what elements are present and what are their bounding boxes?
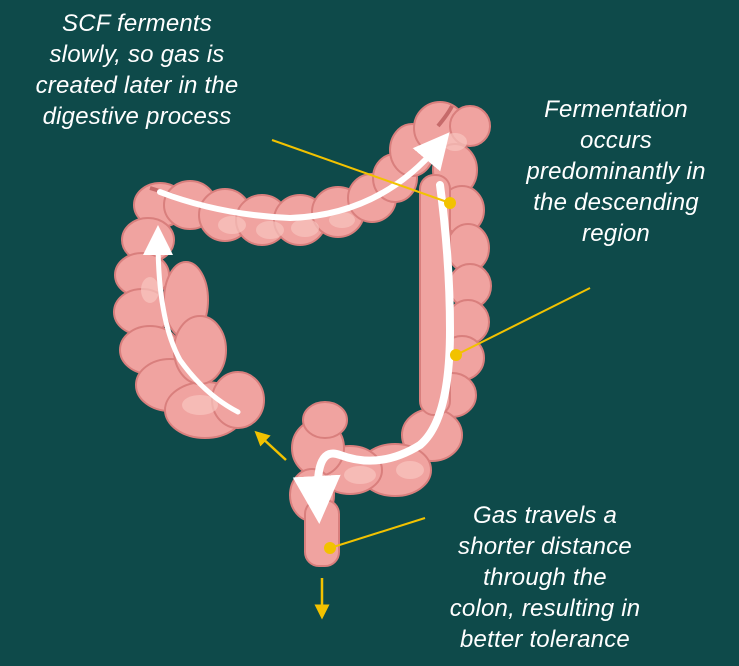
caption-line: created later in the (8, 70, 266, 101)
caption-line: occurs (500, 125, 732, 156)
appendix-arrow (260, 436, 286, 460)
caption-line: Gas travels a (420, 500, 670, 531)
caption-line: Fermentation (500, 94, 732, 125)
scf-ferments-caption: SCF ferments slowly, so gas is created l… (8, 8, 266, 132)
caption-line: SCF ferments (8, 8, 266, 39)
fermentation-caption: Fermentation occurs predominantly in the… (500, 94, 732, 249)
gas-travels-caption: Gas travels a shorter distance through t… (420, 500, 670, 655)
caption-line: slowly, so gas is (8, 39, 266, 70)
caption-line: better tolerance (420, 624, 670, 655)
caption-line: through the (420, 562, 670, 593)
caption-line: the descending (500, 187, 732, 218)
caption-line: predominantly in (500, 156, 732, 187)
caption-line: region (500, 218, 732, 249)
caption-line: digestive process (8, 101, 266, 132)
caption-line: shorter distance (420, 531, 670, 562)
caption-line: colon, resulting in (420, 593, 670, 624)
